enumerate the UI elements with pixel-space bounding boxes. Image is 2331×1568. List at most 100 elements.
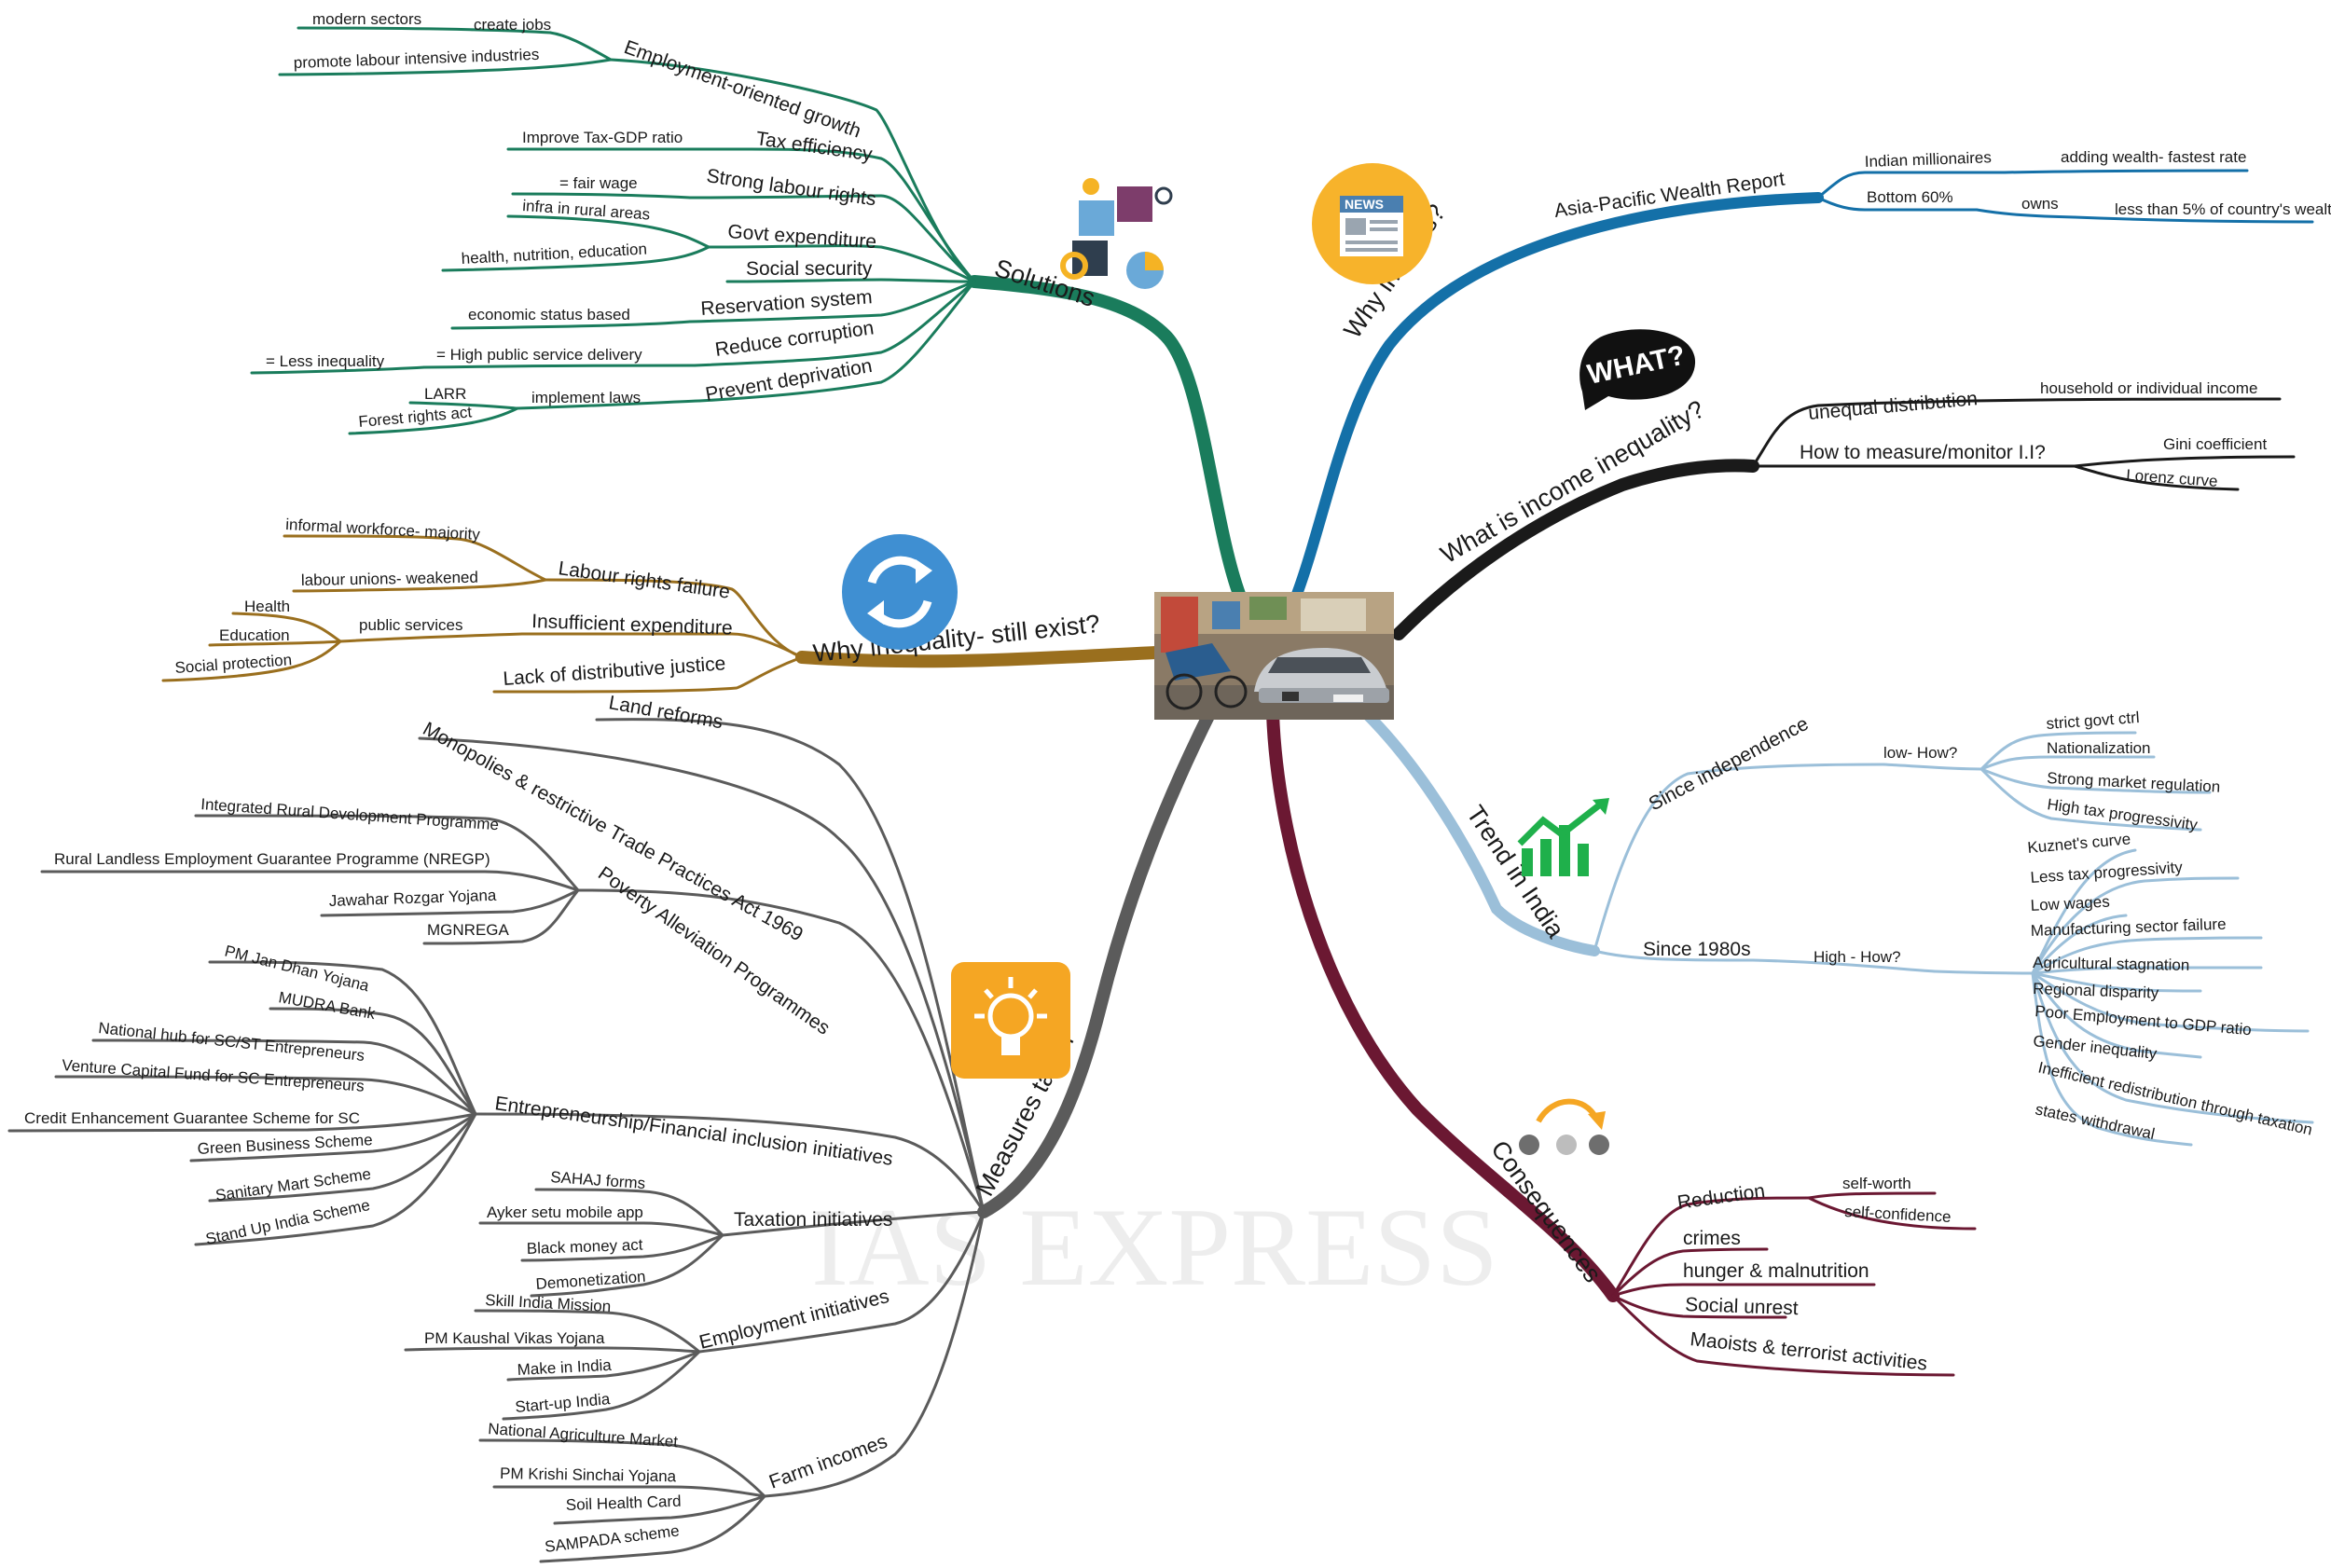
edge-vc-fund [54, 1075, 477, 1116]
node-owns: owns [2021, 195, 2059, 213]
branch-measures [7, 702, 1219, 1563]
edge-labour-rights [688, 194, 976, 283]
edge-insufficient [520, 632, 804, 659]
edge-health [231, 612, 342, 643]
edge-self-worth [1807, 1191, 1937, 1200]
node-lorenz: Lorenz curve [2126, 466, 2218, 490]
main-branch-what-is [1392, 459, 1759, 640]
node-stand-up: Stand Up India Scheme [204, 1196, 372, 1248]
edge-lorenz [2073, 464, 2240, 491]
edge-education [208, 640, 342, 647]
node-land-reforms: Land reforms [607, 692, 724, 733]
edge-fastest [2003, 169, 2249, 174]
node-millionaires: Indian millionaires [1864, 148, 1992, 171]
lightbulb-icon [951, 962, 1070, 1079]
branch-trend [1360, 708, 2314, 1147]
node-since-1980s: Since 1980s [1643, 939, 1751, 960]
labels-trend: Trend in India Since independence low- H… [1461, 708, 2314, 1143]
node-tax-gdp: Improve Tax-GDP ratio [522, 129, 683, 146]
node-consequences: Consequences [1485, 1135, 1607, 1287]
node-mgnrega: MGNREGA [427, 921, 510, 939]
edge-gini [2073, 455, 2296, 468]
node-reduction: Reduction [1676, 1180, 1766, 1214]
node-fair-wage: = fair wage [559, 174, 638, 192]
node-larr: LARR [424, 385, 466, 403]
edge-govt-expenditure [707, 244, 976, 283]
edge-taxation [721, 1210, 986, 1237]
node-since-independence: Since independence [1646, 713, 1813, 816]
main-branch-consequences [1266, 707, 1620, 1302]
node-jry: Jawahar Rozgar Yojana [328, 887, 497, 910]
node-taxation: Taxation initiatives [734, 1209, 892, 1231]
edge-since-independence [1593, 763, 1885, 953]
edge-unions [292, 578, 547, 593]
edge-public-services [338, 632, 524, 643]
branch-why-news [1290, 169, 2314, 602]
node-credit-guarantee: Credit Enhancement Guarantee Scheme for … [24, 1109, 360, 1127]
edge-sc-st-hub [91, 1038, 477, 1116]
node-agri: Agricultural stagnation [2033, 954, 2190, 974]
what-bubble-icon: WHAT? [1579, 329, 1696, 410]
edge-less-inequality [250, 365, 426, 375]
edge-employment-growth [609, 58, 976, 283]
edge-skill-india [474, 1309, 701, 1354]
edge-pmjdy [208, 960, 477, 1116]
edge-informal [283, 534, 547, 582]
edge-unequal [1751, 397, 2282, 468]
node-public-service: = High public service delivery [436, 346, 642, 364]
edge-nregp [40, 870, 580, 892]
edge-inefficient [2031, 971, 2314, 1124]
edge-strict-govt [1979, 731, 2137, 771]
edge-stand-up [194, 1112, 477, 1246]
node-pmjdy: PM Jan Dhan Yojana [223, 942, 371, 995]
edge-distributive [492, 655, 804, 694]
node-regional: Regional disparity [2033, 980, 2159, 1002]
edge-prevent-deprivation [697, 280, 976, 403]
node-labour-rights: Strong labour rights [705, 165, 877, 210]
watermark: IAS EXPRESS [811, 1185, 1498, 1309]
node-create-jobs: create jobs [474, 16, 551, 34]
edge-pmksy [492, 1485, 766, 1498]
edge-market-regulation [1979, 767, 2212, 794]
node-hunger: hunger & malnutrition [1683, 1260, 1869, 1282]
edge-implement-laws [516, 399, 701, 410]
edge-poor-employment [2031, 971, 2310, 1033]
edge-crimes [1611, 1247, 1769, 1298]
edge-credit-guarantee [7, 1112, 477, 1133]
main-branch-trend [1360, 708, 1600, 956]
edge-larr [408, 401, 519, 410]
edge-tax-efficiency [749, 147, 976, 283]
node-self-worth: self-worth [1842, 1175, 1911, 1192]
edge-rural-infra [506, 214, 710, 249]
edge-social-protection [161, 640, 342, 682]
node-pmksy: PM Krishi Sinchai Yojana [500, 1465, 677, 1485]
edge-enam [478, 1438, 766, 1498]
node-vc-fund: Venture Capital Fund for SC Entrepreneur… [62, 1056, 366, 1095]
node-black-money: Black money act [526, 1236, 643, 1258]
node-maoists: Maoists & terrorist activities [1689, 1328, 1928, 1375]
node-labour-intensive: promote labour intensive industries [293, 46, 539, 72]
main-branch-why-news [1290, 192, 1824, 602]
node-health: Health [244, 598, 290, 615]
edge-demonetization [530, 1233, 724, 1298]
edge-less-than [2073, 215, 2314, 224]
node-nationalization: Nationalization [2047, 739, 2151, 757]
edge-since-1980s [1593, 949, 1937, 973]
node-social-security: Social security [746, 258, 873, 280]
node-less-inequality: = Less inequality [266, 352, 385, 370]
node-modern-sectors: modern sectors [312, 10, 421, 28]
main-branch-solutions [968, 275, 1247, 603]
node-public-services: public services [359, 616, 463, 634]
node-poor-employment: Poor Employment to GDP ratio [2034, 1002, 2253, 1038]
edge-economic-status [450, 320, 692, 330]
edge-kuznet [2031, 848, 2137, 975]
edge-sanitary-mart [208, 1112, 477, 1203]
growth-chart-icon [1517, 798, 1609, 876]
node-entrepreneurship: Entrepreneurship/Financial inclusion ini… [493, 1093, 894, 1170]
node-kuznet: Kuznet's curve [2027, 830, 2131, 857]
edge-forest-rights [348, 406, 519, 435]
labels-consequences: Consequences Reduction self-worth self-c… [1485, 1135, 1952, 1375]
edge-pmkvy [404, 1346, 701, 1354]
node-reduce-corruption: Reduce corruption [713, 317, 875, 361]
